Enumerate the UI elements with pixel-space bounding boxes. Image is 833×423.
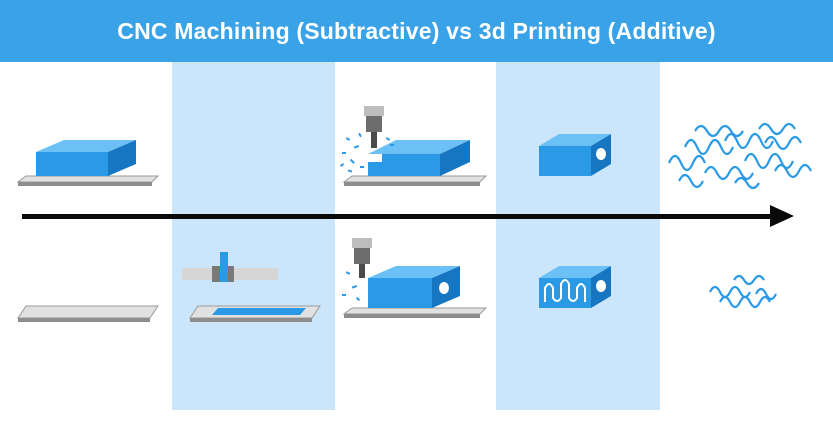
- cnc-finished-part: [535, 130, 625, 180]
- print-first-layer: [182, 248, 332, 328]
- print-part-internal-channel: [535, 262, 625, 312]
- print-milling-part: [338, 236, 493, 326]
- cnc-stock-block: [12, 132, 162, 192]
- highlight-column-2: [172, 62, 335, 410]
- process-arrow-head: [770, 205, 794, 227]
- page-title: CNC Machining (Subtractive) vs 3d Printi…: [117, 17, 716, 44]
- process-arrow-line: [22, 214, 774, 219]
- print-build-plate: [12, 298, 162, 328]
- cnc-large-chip-pile: [665, 122, 815, 193]
- title-bar: CNC Machining (Subtractive) vs 3d Printi…: [0, 0, 833, 62]
- highlight-column-4: [496, 62, 660, 410]
- cnc-milling-block: [338, 104, 493, 194]
- print-small-chip-pile: [706, 268, 786, 318]
